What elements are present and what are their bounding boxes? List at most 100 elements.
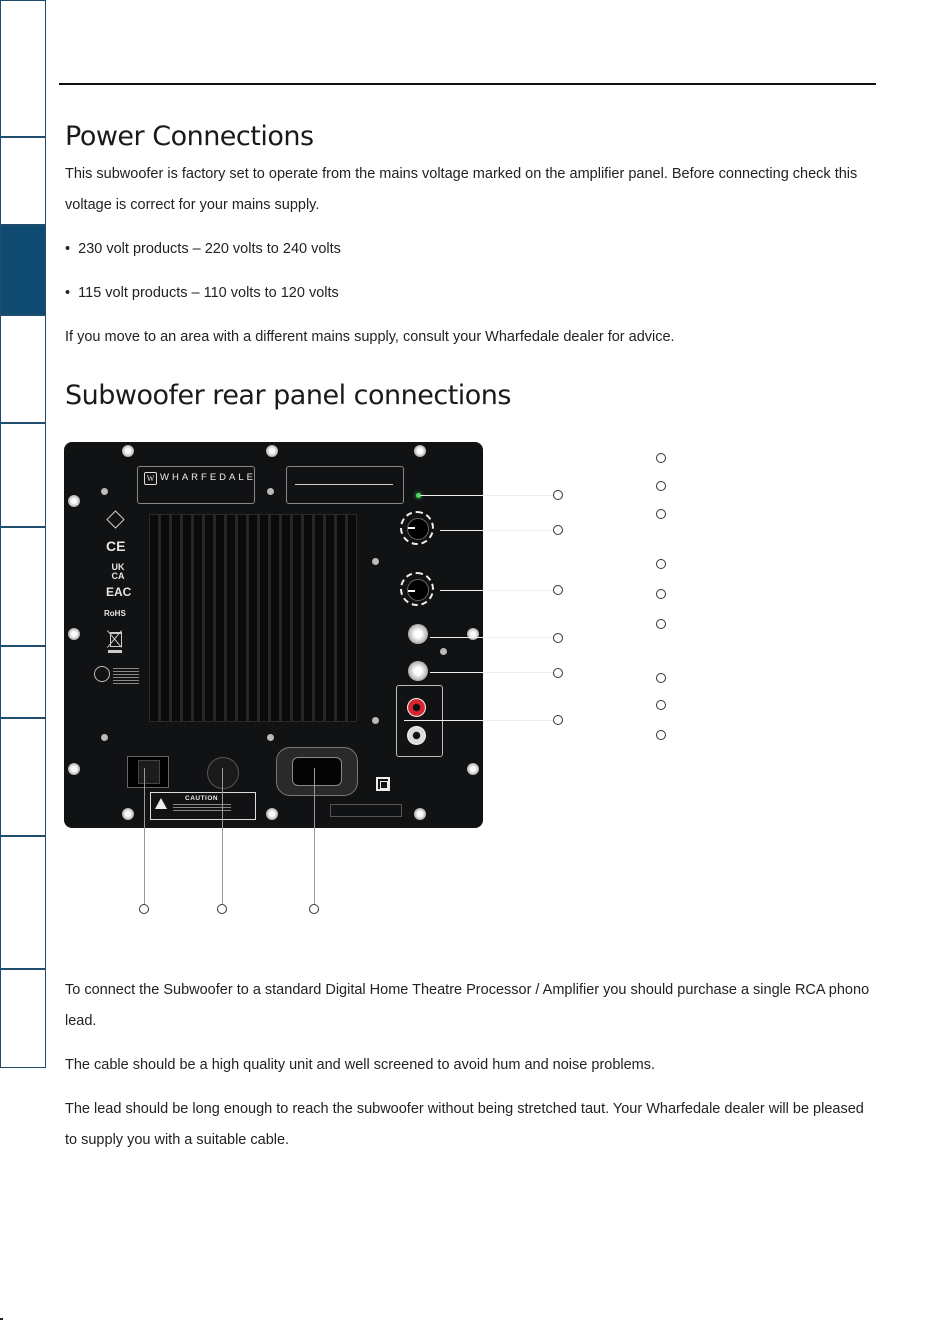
phase-switch[interactable] <box>408 624 428 644</box>
rca-input-left[interactable] <box>407 726 426 745</box>
legend-marker <box>656 730 666 740</box>
section-title-rear-panel: Subwoofer rear panel connections <box>65 380 511 411</box>
mount-dot <box>101 488 108 495</box>
screw <box>122 808 134 820</box>
rear-paragraph-2: The cable should be a high quality unit … <box>65 1057 656 1073</box>
mount-dot <box>372 558 379 565</box>
screw <box>414 808 426 820</box>
etl-text-block <box>113 668 139 686</box>
rcm-mark-icon <box>106 510 125 529</box>
screw <box>68 495 80 507</box>
legend-marker <box>656 673 666 683</box>
serial-plate <box>286 466 404 504</box>
mount-dot <box>101 734 108 741</box>
ukca-line-1: UK <box>111 562 125 572</box>
callout-marker <box>553 633 563 643</box>
legend-marker <box>656 700 666 710</box>
caution-label: CAUTION <box>150 792 256 820</box>
brand-plate: W WHARFEDALE <box>137 466 255 504</box>
power-switch[interactable] <box>127 756 169 788</box>
bullet-text: 115 volt products – 110 volts to 120 vol… <box>78 285 339 301</box>
callout-marker <box>217 904 227 914</box>
screw <box>68 628 80 640</box>
legend-marker <box>656 453 666 463</box>
rear-paragraph-3: The lead should be long enough to reach … <box>65 1101 864 1148</box>
screw <box>68 763 80 775</box>
auto-standby-switch[interactable] <box>408 661 428 681</box>
rear-paragraph-1: To connect the Subwoofer to a standard D… <box>65 982 870 1029</box>
leader-line <box>440 530 555 531</box>
legend-marker <box>656 481 666 491</box>
rca-input-right[interactable] <box>407 698 426 717</box>
sidebar-tab-1[interactable] <box>0 0 46 137</box>
power-note: If you move to an area with a different … <box>65 329 675 345</box>
legend-marker <box>656 509 666 519</box>
screw <box>266 445 278 457</box>
heatsink <box>149 514 357 722</box>
power-intro: This subwoofer is factory set to operate… <box>65 166 858 213</box>
serial-line <box>295 484 393 485</box>
rating-plate <box>330 804 402 817</box>
leader-line <box>222 768 223 904</box>
callout-marker <box>139 904 149 914</box>
sidebar-tab-5[interactable] <box>0 423 46 527</box>
caution-text: CAUTION <box>185 795 219 802</box>
leader-line <box>404 720 555 721</box>
sidebar-tab-8[interactable] <box>0 718 46 836</box>
sidebar-tab-4[interactable] <box>0 315 46 423</box>
leader-line <box>144 768 145 904</box>
sidebar-tab-2[interactable] <box>0 137 46 225</box>
callout-marker <box>553 668 563 678</box>
mount-dot <box>267 488 274 495</box>
bullet-text: 230 volt products – 220 volts to 240 vol… <box>78 241 341 257</box>
ukca-line-2: CA <box>111 571 125 581</box>
sidebar-tab-6[interactable] <box>0 527 46 646</box>
warning-triangle-icon <box>155 798 167 809</box>
ce-mark-icon: CE <box>106 538 126 554</box>
power-bullet-1: • 230 volt products – 220 volts to 240 v… <box>65 241 341 257</box>
brand-logo-icon: W <box>144 472 157 485</box>
screw <box>467 628 479 640</box>
mount-dot <box>440 648 447 655</box>
legend-marker <box>656 619 666 629</box>
screw <box>266 808 278 820</box>
sidebar-tab-9[interactable] <box>0 836 46 969</box>
fuse-holder[interactable] <box>207 757 239 789</box>
section-title-power: Power Connections <box>65 121 314 152</box>
iec-power-inlet[interactable] <box>276 747 358 796</box>
legend-marker <box>656 559 666 569</box>
callout-marker <box>553 585 563 595</box>
weee-bin-icon <box>107 629 122 653</box>
legend-marker <box>656 589 666 599</box>
rohs-mark: RoHS <box>104 609 126 618</box>
leader-line <box>430 672 555 673</box>
sidebar-tab-7[interactable] <box>0 646 46 718</box>
screw <box>414 445 426 457</box>
volume-knob[interactable] <box>400 511 434 545</box>
etl-mark-icon <box>94 666 110 682</box>
leader-line <box>430 637 555 638</box>
power-led-indicator <box>416 493 421 498</box>
power-bullet-2: • 115 volt products – 110 volts to 120 v… <box>65 285 339 301</box>
callout-marker <box>553 490 563 500</box>
page-edge-mark <box>0 1318 3 1320</box>
screw <box>467 763 479 775</box>
sidebar-tab-3-active[interactable] <box>0 225 46 315</box>
callout-marker <box>553 525 563 535</box>
screw <box>122 445 134 457</box>
brand-name: WHARFEDALE <box>160 472 256 483</box>
leader-line <box>314 768 315 904</box>
header-rule <box>59 83 876 85</box>
class-ii-symbol-icon <box>376 777 390 791</box>
crossover-knob[interactable] <box>400 572 434 606</box>
callout-marker <box>309 904 319 914</box>
rca-input-block <box>396 685 443 757</box>
sidebar-tab-10[interactable] <box>0 969 46 1068</box>
leader-line <box>440 590 555 591</box>
eac-mark: EAC <box>106 585 132 599</box>
mount-dot <box>267 734 274 741</box>
mount-dot <box>372 717 379 724</box>
callout-marker <box>553 715 563 725</box>
